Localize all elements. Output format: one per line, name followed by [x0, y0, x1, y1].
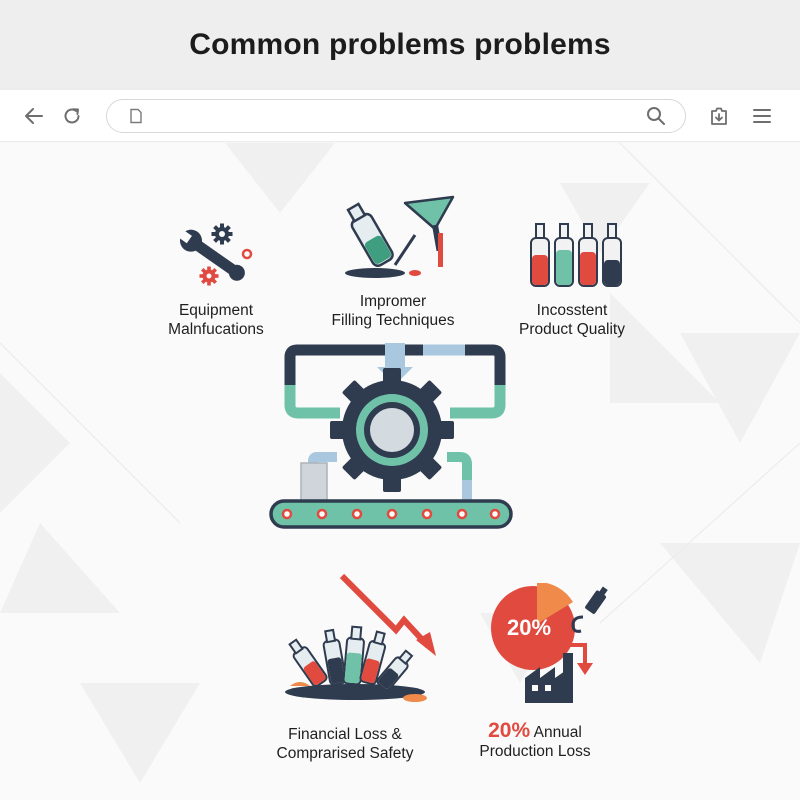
- problem-filling-label: Impromer Filling Techniques: [331, 293, 455, 329]
- back-button[interactable]: [18, 100, 50, 132]
- menu-button[interactable]: [746, 100, 778, 132]
- page-title: Common problems problems: [189, 28, 611, 61]
- pie-percent-label: 20%: [507, 615, 551, 640]
- bottles-icon: [530, 223, 622, 287]
- download-button[interactable]: [703, 100, 735, 132]
- page-icon: [130, 108, 142, 124]
- machine-illustration: [269, 343, 513, 529]
- hamburger-menu-icon: [753, 109, 771, 123]
- production-loss-percent: 20%: [488, 719, 531, 742]
- financial-loss-illustration: [285, 573, 436, 702]
- download-icon: [711, 107, 727, 125]
- arrow-left-icon: [25, 108, 43, 124]
- wrench-gears-icon: [176, 223, 253, 286]
- title-bar: Common problems problems: [0, 0, 800, 90]
- reload-button[interactable]: [56, 100, 88, 132]
- production-loss-illustration: 20%: [491, 583, 608, 703]
- financial-loss-label: Financial Loss & Comprarised Safety: [276, 726, 414, 762]
- problem-equipment-label: Equipment Malnfucations: [168, 302, 264, 338]
- reload-icon: [64, 108, 80, 124]
- address-bar[interactable]: [106, 99, 686, 133]
- bottle-funnel-icon: [345, 195, 455, 278]
- search-icon[interactable]: [646, 106, 666, 126]
- problem-quality-label: Incosstent Product Quality: [519, 302, 625, 338]
- production-loss-label: 20% Annual Production Loss: [479, 719, 591, 760]
- address-input[interactable]: [147, 106, 637, 126]
